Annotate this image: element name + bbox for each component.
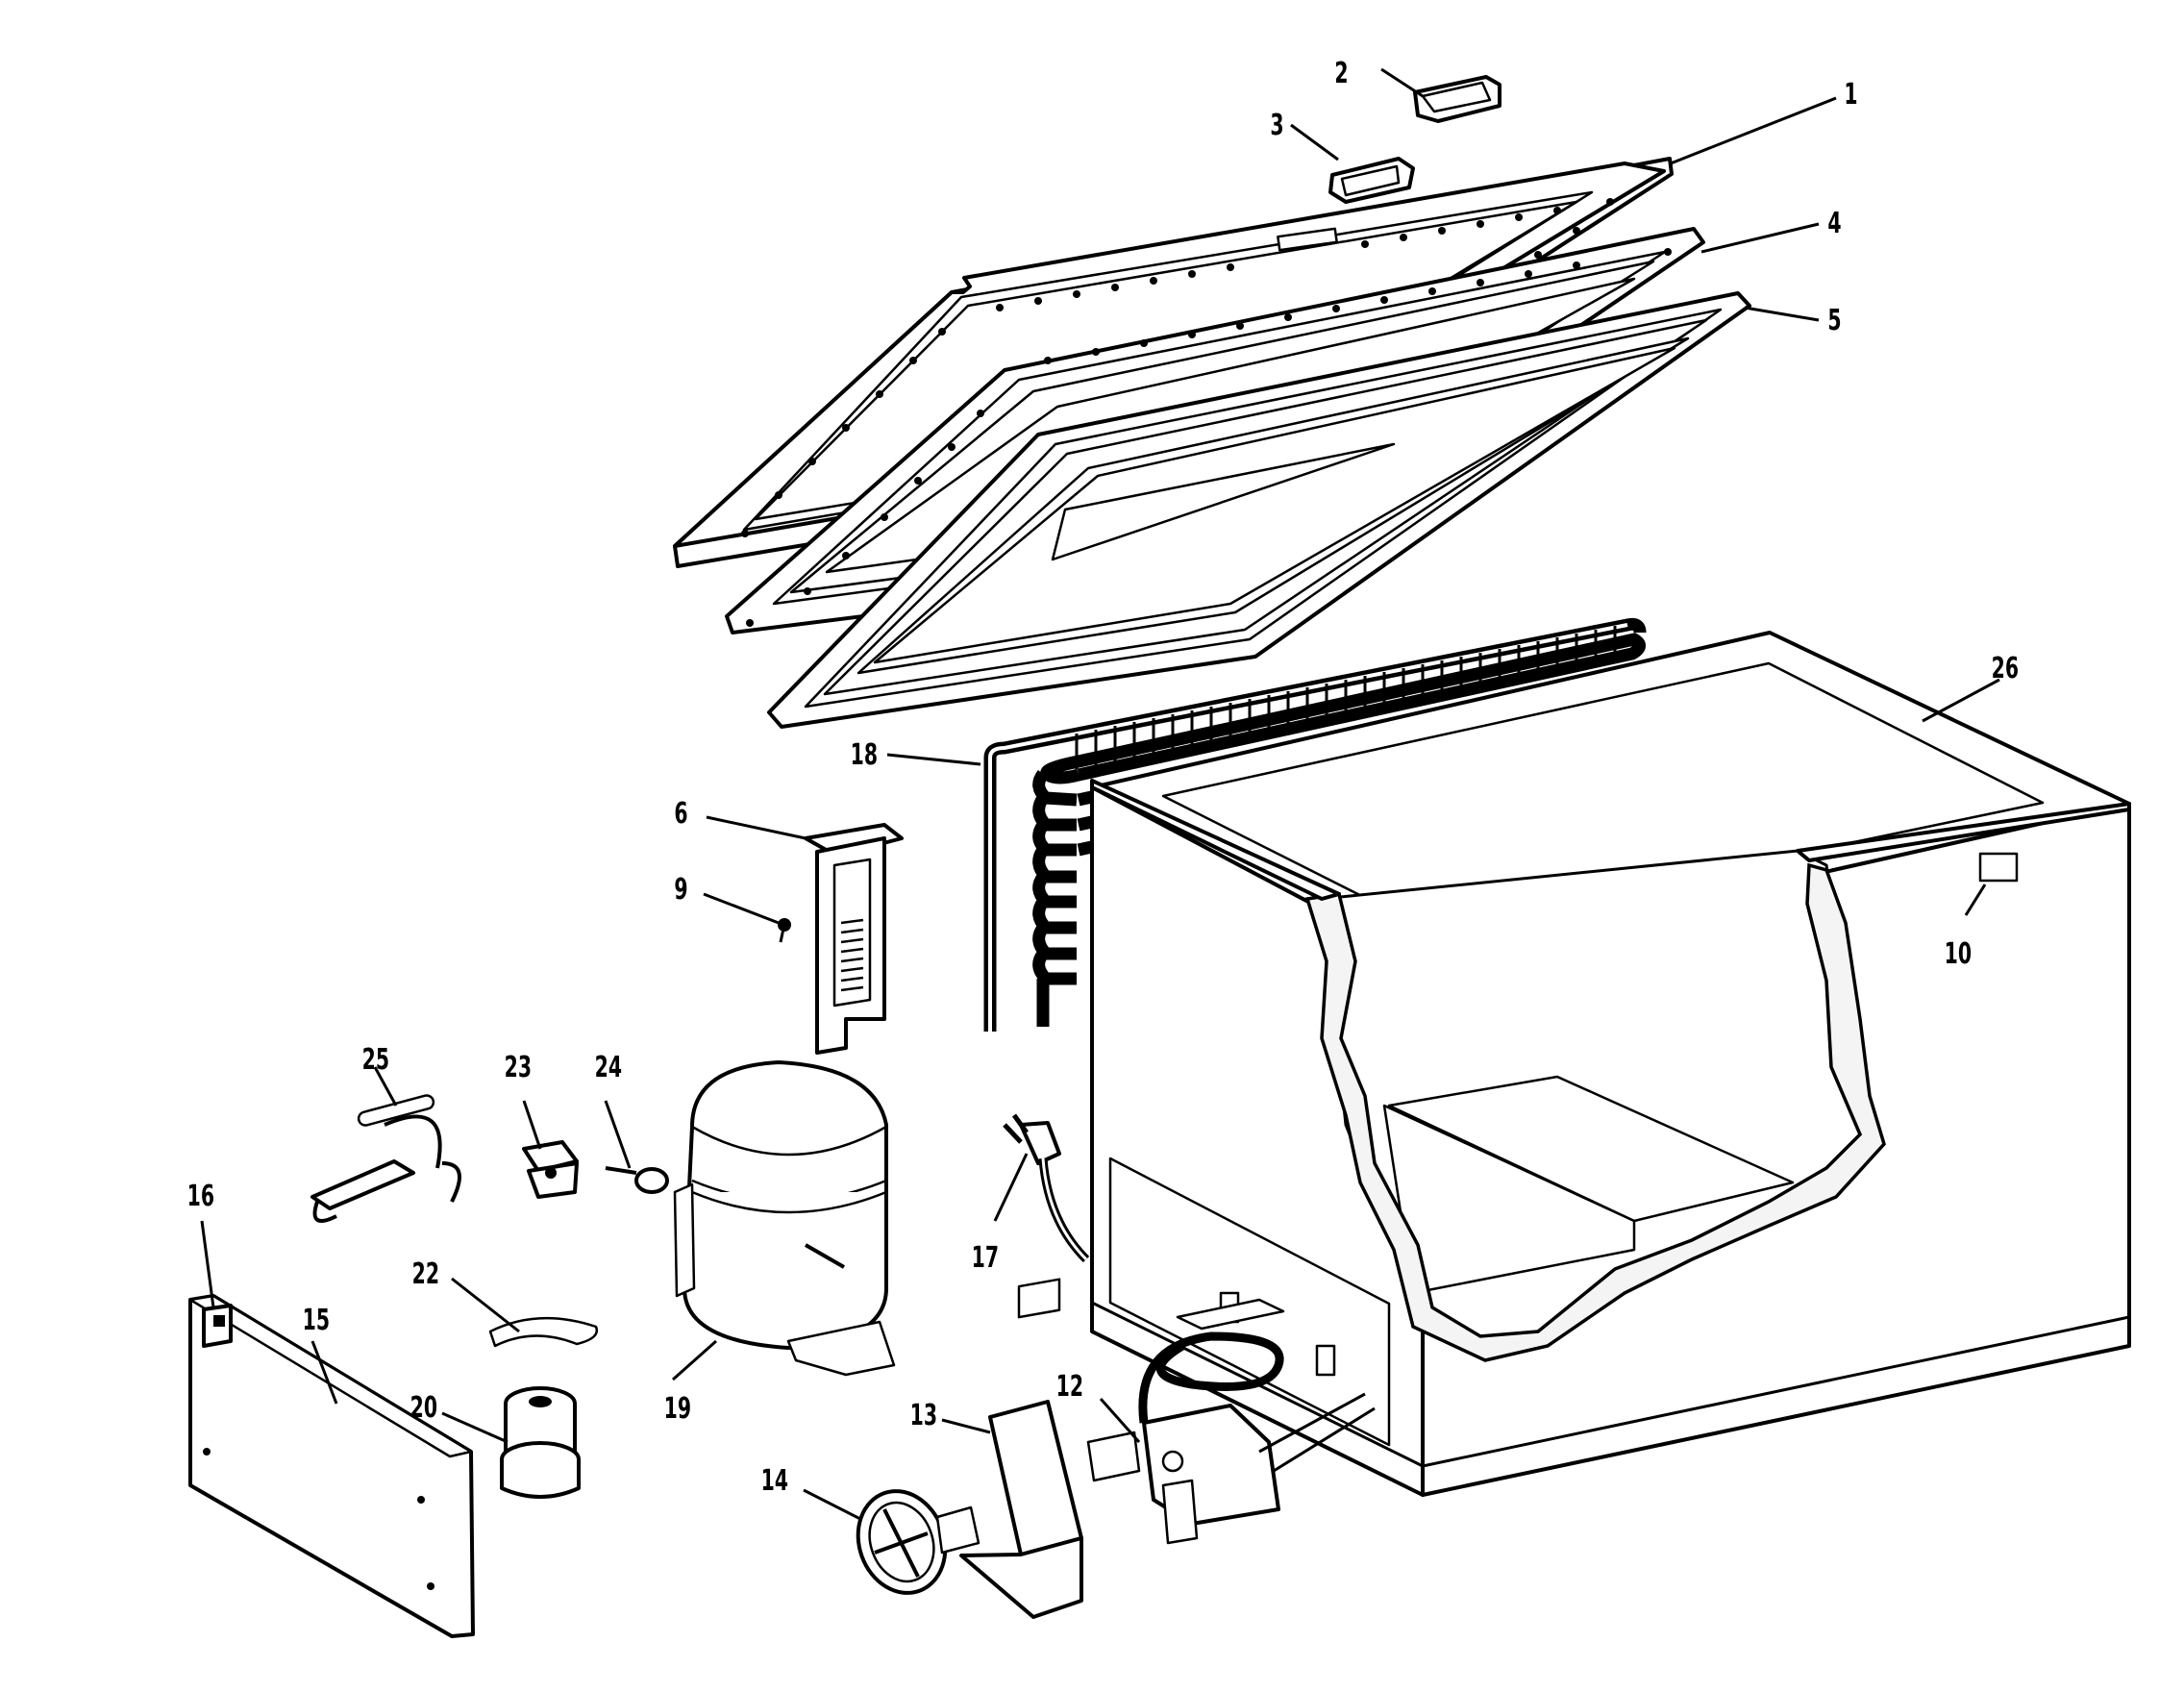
callout-20: 20 (410, 1391, 437, 1425)
callout-14: 14 (761, 1464, 788, 1498)
callout-16: 16 (187, 1180, 214, 1213)
lid-frame-holes (741, 198, 1614, 537)
handle-part (1413, 75, 1502, 123)
callout-24: 24 (595, 1051, 622, 1084)
callout-13: 13 (910, 1399, 937, 1432)
cabinet-part (1090, 631, 2131, 1497)
power-cord-part (1003, 1113, 1090, 1263)
callout-25: 25 (362, 1043, 389, 1077)
panel-clip-part (202, 1304, 233, 1348)
coil-fins (1075, 626, 1617, 769)
compressor-part (673, 1060, 896, 1377)
callout-4: 4 (1827, 207, 1841, 240)
cabinet-cutaway (1090, 779, 2131, 1362)
grommet-part (500, 1386, 581, 1499)
access-panel-part (188, 1294, 475, 1638)
callout-18: 18 (851, 738, 878, 772)
bracket-screw-part (778, 918, 791, 943)
callout-2: 2 (1334, 57, 1348, 90)
cabinet-mount-posts (1176, 1291, 1336, 1377)
callout-12: 12 (1056, 1370, 1083, 1404)
callout-1: 1 (1844, 78, 1857, 112)
thermostat-part (1086, 1331, 1376, 1545)
callout-9: 9 (674, 873, 687, 907)
callout-labels: 1 2 3 4 5 6 9 10 12 13 14 15 16 17 18 19… (187, 57, 2019, 1498)
relay-part (522, 1140, 579, 1199)
callout-17: 17 (972, 1241, 999, 1275)
callout-5: 5 (1827, 304, 1841, 337)
callout-23: 23 (505, 1051, 532, 1084)
leader-lines (200, 67, 2000, 1521)
callout-15: 15 (303, 1304, 330, 1337)
callout-6: 6 (674, 797, 687, 831)
compressor-bracket-part (804, 823, 904, 1055)
handle-bezel-part (1328, 157, 1415, 204)
overload-part (605, 1166, 669, 1194)
callout-22: 22 (412, 1257, 439, 1291)
model-label-plate (1978, 852, 2019, 883)
terminal-clip-part (488, 1316, 599, 1348)
callout-19: 19 (664, 1392, 691, 1426)
lid-liner-holes (746, 248, 1672, 627)
condenser-coil-part (983, 617, 1647, 1032)
thermostat-bracket-part (959, 1278, 1083, 1619)
callout-26: 26 (1992, 652, 2019, 685)
callout-10: 10 (1945, 937, 1972, 971)
control-knob-part (856, 1489, 980, 1595)
lid-gasket-part (767, 291, 1751, 729)
wire-harness-part (310, 1094, 461, 1223)
callout-3: 3 (1270, 109, 1283, 142)
